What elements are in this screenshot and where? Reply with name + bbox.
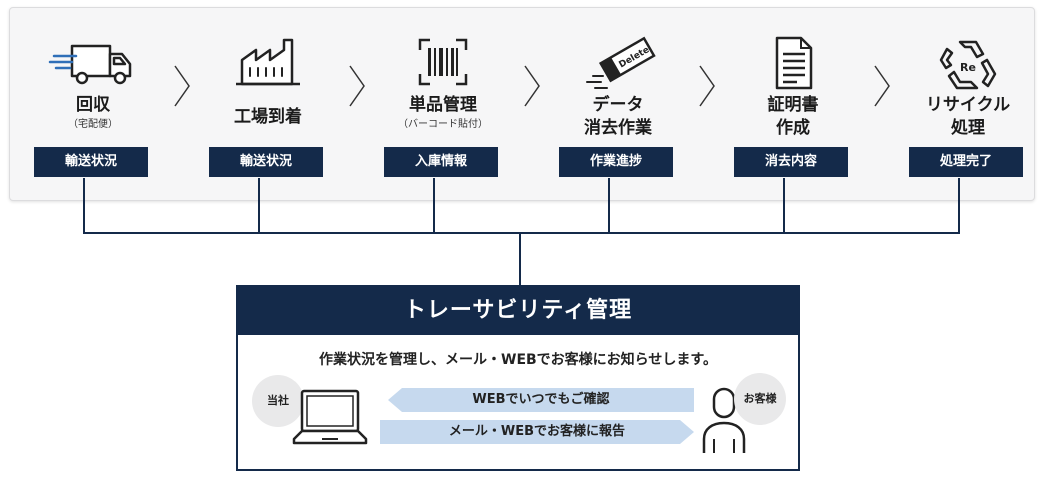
company-label: 当社 (252, 375, 304, 427)
recycle-icon: Re (893, 32, 1040, 96)
laptop-icon (290, 387, 370, 457)
step-title: 工場到着 (234, 107, 302, 127)
step-title: 単品管理 (409, 95, 477, 115)
step-data-erasure: Delete データ 消去作業 作業進捗 (543, 8, 693, 200)
person-icon (700, 385, 750, 459)
factory-icon (193, 32, 343, 96)
step-recycling: Re リサイクル 処理 処理完了 (893, 8, 1040, 200)
status-badge: 輸送状況 (209, 147, 323, 177)
chevron-right-icon (349, 65, 365, 107)
chevron-right-icon (699, 65, 715, 107)
step-collection: 回収 （宅配便） 輸送状況 (18, 8, 168, 200)
status-badge: 入庫情報 (384, 147, 498, 177)
step-title: 作成 (776, 118, 810, 138)
customer-label: お客様 (734, 373, 786, 425)
step-factory-arrival: 工場到着 輸送状況 (193, 8, 343, 200)
step-title: リサイクル (925, 95, 1011, 115)
arrow-to-customer: メール・WEBでお客様に報告 (380, 420, 694, 444)
certificate-document-icon (718, 32, 868, 96)
recycle-label: Re (960, 61, 976, 74)
status-badge: 作業進捗 (559, 147, 673, 177)
step-title: 回収 (76, 95, 110, 115)
status-badge: 処理完了 (909, 147, 1023, 177)
step-subtitle: （バーコード貼付） (398, 119, 488, 130)
process-flow-panel: 回収 （宅配便） 輸送状況 工場到着 輸送状況 (9, 7, 1035, 201)
step-item-management: 単品管理 （バーコード貼付） 入庫情報 (368, 8, 518, 200)
step-certificate-creation: 証明書 作成 消去内容 (718, 8, 868, 200)
barcode-icon (368, 32, 518, 96)
delivery-truck-icon (18, 32, 168, 96)
chevron-right-icon (524, 65, 540, 107)
step-title: 処理 (951, 118, 985, 138)
status-badge: 輸送状況 (34, 147, 148, 177)
traceability-box: トレーサビリティ管理 作業状況を管理し、メール・WEBでお客様にお知らせします。… (236, 285, 800, 471)
traceability-title: トレーサビリティ管理 (238, 287, 798, 335)
status-badge: 消去内容 (734, 147, 848, 177)
step-subtitle: （宅配便） (68, 119, 118, 130)
eraser-delete-icon: Delete (543, 32, 693, 96)
step-title: データ (592, 95, 644, 115)
traceability-description: 作業状況を管理し、メール・WEBでお客様にお知らせします。 (319, 352, 717, 368)
step-title: 証明書 (767, 95, 819, 115)
step-title: 消去作業 (584, 118, 652, 138)
chevron-right-icon (874, 65, 890, 107)
chevron-right-icon (174, 65, 190, 107)
arrow-to-company: WEBでいつでもご確認 (388, 388, 694, 412)
